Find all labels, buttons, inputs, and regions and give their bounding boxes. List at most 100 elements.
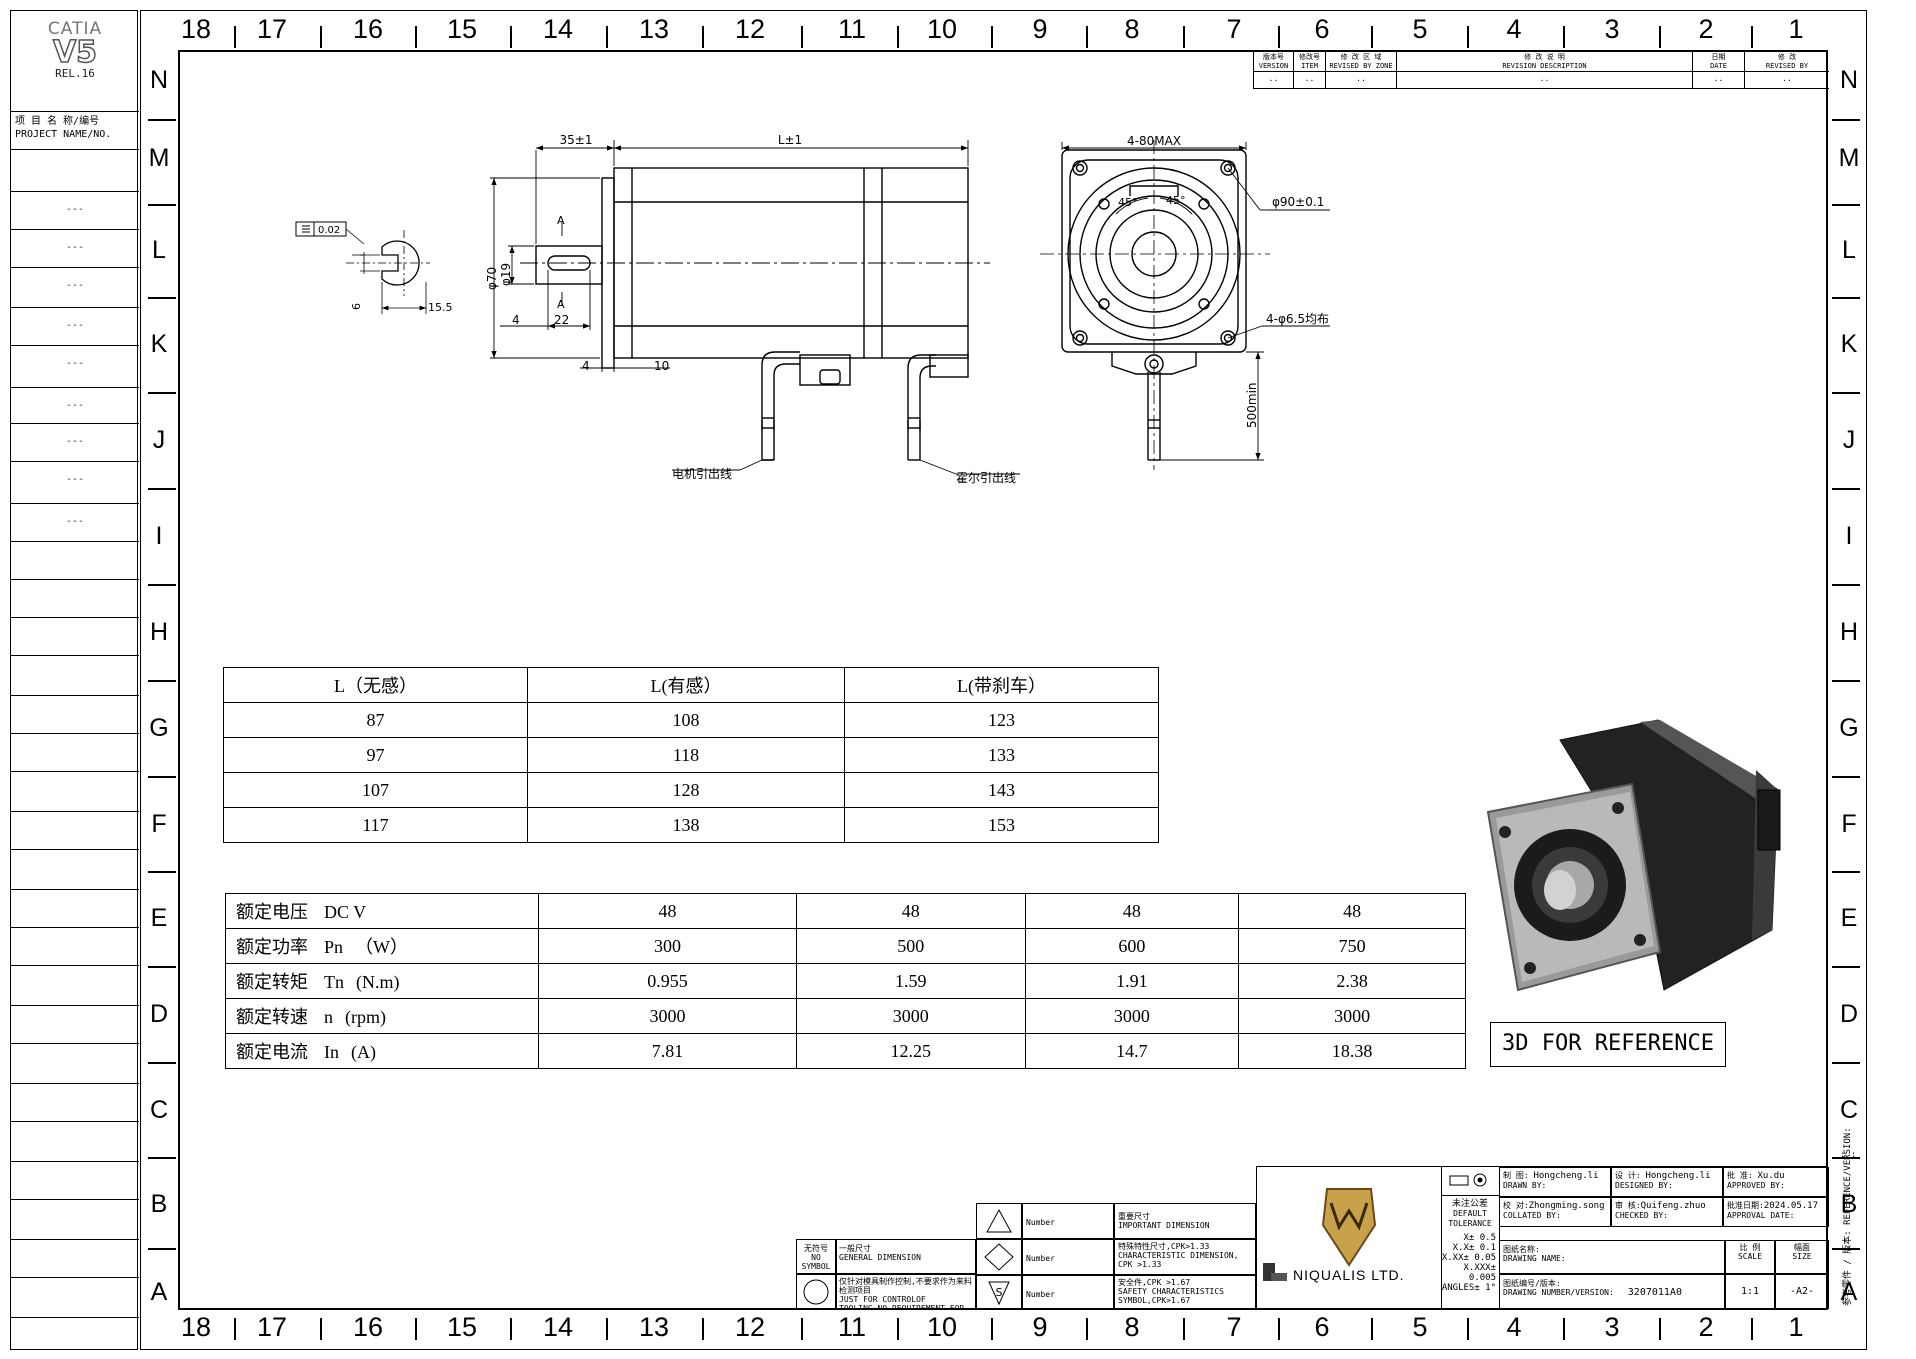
- zone-tick: [1832, 204, 1860, 206]
- dim-shaft-dia: φ19: [499, 263, 513, 286]
- zone-tick: [148, 204, 176, 206]
- zone-tick: [1832, 392, 1860, 394]
- zone-tick: [148, 297, 176, 299]
- zone-number-top: 6: [1314, 14, 1330, 44]
- zone-letter-right: M: [1838, 144, 1860, 172]
- outer-frame: [140, 10, 1867, 1350]
- zone-letter-left: D: [149, 1000, 169, 1028]
- zone-tick: [702, 26, 704, 48]
- dim-holes: 4-φ6.5均布: [1266, 312, 1329, 326]
- zone-tick: [1832, 776, 1860, 778]
- zone-tick: [606, 1318, 608, 1340]
- left-info-strip: CATIA V5 REL.16 项 目 名 称/编号 PROJECT NAME/…: [10, 10, 139, 1350]
- zone-number-bottom: 4: [1506, 1312, 1522, 1342]
- zone-number-top: 16: [352, 14, 384, 44]
- side-dimensions: [490, 140, 969, 372]
- project-name-label: 项 目 名 称/编号 PROJECT NAME/NO.: [11, 111, 139, 144]
- zone-tick: [148, 392, 176, 394]
- zone-tick: [1751, 1318, 1753, 1340]
- zone-tick: [1832, 1062, 1860, 1064]
- front-dimensions: [1061, 142, 1330, 461]
- strip-row: ---: [11, 387, 139, 423]
- flatness-value: 0.02: [318, 225, 340, 236]
- zone-letter-left: M: [148, 144, 170, 172]
- zone-number-top: 12: [734, 14, 766, 44]
- zone-number-top: 4: [1506, 14, 1522, 44]
- zone-number-top: 3: [1604, 14, 1620, 44]
- spec-value: 48: [1024, 893, 1240, 929]
- spec-name: 额定电压: [236, 902, 308, 922]
- size-value: -A2-: [1775, 1274, 1829, 1309]
- project-label-en: PROJECT NAME/NO.: [15, 129, 112, 140]
- zone-number-top: 17: [256, 14, 288, 44]
- strip-row: ---: [11, 267, 139, 307]
- zone-tick: [1659, 26, 1661, 48]
- zone-letter-right: D: [1839, 1000, 1859, 1028]
- spec-value: 12.25: [795, 1033, 1026, 1069]
- spec-value: 1.91: [1024, 963, 1240, 999]
- reference-label: 3D FOR REFERENCE: [1490, 1022, 1726, 1067]
- spec-value: 48: [1238, 893, 1466, 929]
- zone-tick: [234, 26, 236, 48]
- col-header: L（无感）: [223, 667, 528, 703]
- title-block: NIQUALIS LTD. 未注公差 DEFAULT TOLERANCE X± …: [1256, 1166, 1829, 1310]
- zone-letter-right: F: [1841, 810, 1857, 838]
- strip-row: [11, 889, 139, 928]
- shaft-section: [295, 221, 430, 314]
- strip-row: [11, 1161, 139, 1200]
- zone-number-bottom: 16: [352, 1312, 384, 1342]
- zone-tick: [801, 26, 803, 48]
- strip-row: [11, 733, 139, 772]
- strip-row: ---: [11, 191, 139, 229]
- dim-shaft-length: 35±1: [560, 133, 593, 147]
- zone-letter-left: C: [149, 1096, 169, 1124]
- spec-value: 7.81: [538, 1033, 797, 1069]
- zone-tick: [148, 966, 176, 968]
- zone-letter-right: L: [1842, 236, 1856, 264]
- zone-tick: [991, 26, 993, 48]
- zone-tick: [897, 26, 899, 48]
- motor-3d-render: [1486, 719, 1781, 992]
- strip-row: [11, 1317, 139, 1348]
- zone-number-bottom: 3: [1604, 1312, 1620, 1342]
- company-area: NIQUALIS LTD.: [1257, 1167, 1442, 1309]
- strip-row: [11, 771, 139, 812]
- dim-lead-length: 500min: [1245, 382, 1259, 428]
- spec-name: 额定电流: [236, 1042, 308, 1062]
- zone-tick: [1832, 1248, 1860, 1250]
- zone-tick: [1832, 297, 1860, 299]
- strip-row: [11, 1199, 139, 1240]
- zone-number-bottom: 17: [256, 1312, 288, 1342]
- spec-value: 48: [795, 893, 1026, 929]
- strip-row: [11, 1043, 139, 1084]
- zone-tick: [1832, 584, 1860, 586]
- spec-name: 额定转矩: [236, 972, 308, 992]
- zone-number-bottom: 1: [1788, 1312, 1804, 1342]
- zone-letter-left: G: [149, 714, 169, 742]
- zone-letter-left: L: [152, 236, 166, 264]
- zone-letter-right: G: [1839, 714, 1859, 742]
- zone-number-bottom: 5: [1412, 1312, 1428, 1342]
- hall-lead-label: 霍尔引出线: [956, 470, 1016, 485]
- spec-symbol: Pn: [324, 937, 344, 957]
- spec-value: 3000: [795, 998, 1026, 1034]
- strip-row: [11, 655, 139, 696]
- zone-tick: [1659, 1318, 1661, 1340]
- zone-letter-right: A: [1840, 1278, 1858, 1306]
- zone-tick: [148, 871, 176, 873]
- zone-tick: [148, 488, 176, 490]
- tolerance-line: ANGLES± 1°: [1441, 1283, 1496, 1293]
- zone-letter-right: E: [1840, 904, 1858, 932]
- company-logo: [1263, 1188, 1377, 1281]
- zone-number-bottom: 13: [638, 1312, 670, 1342]
- dim-angle-left: 45°: [1118, 196, 1138, 209]
- zone-number-top: 7: [1226, 14, 1242, 44]
- dim-angle-right: 45°: [1166, 194, 1186, 207]
- zone-tick: [606, 26, 608, 48]
